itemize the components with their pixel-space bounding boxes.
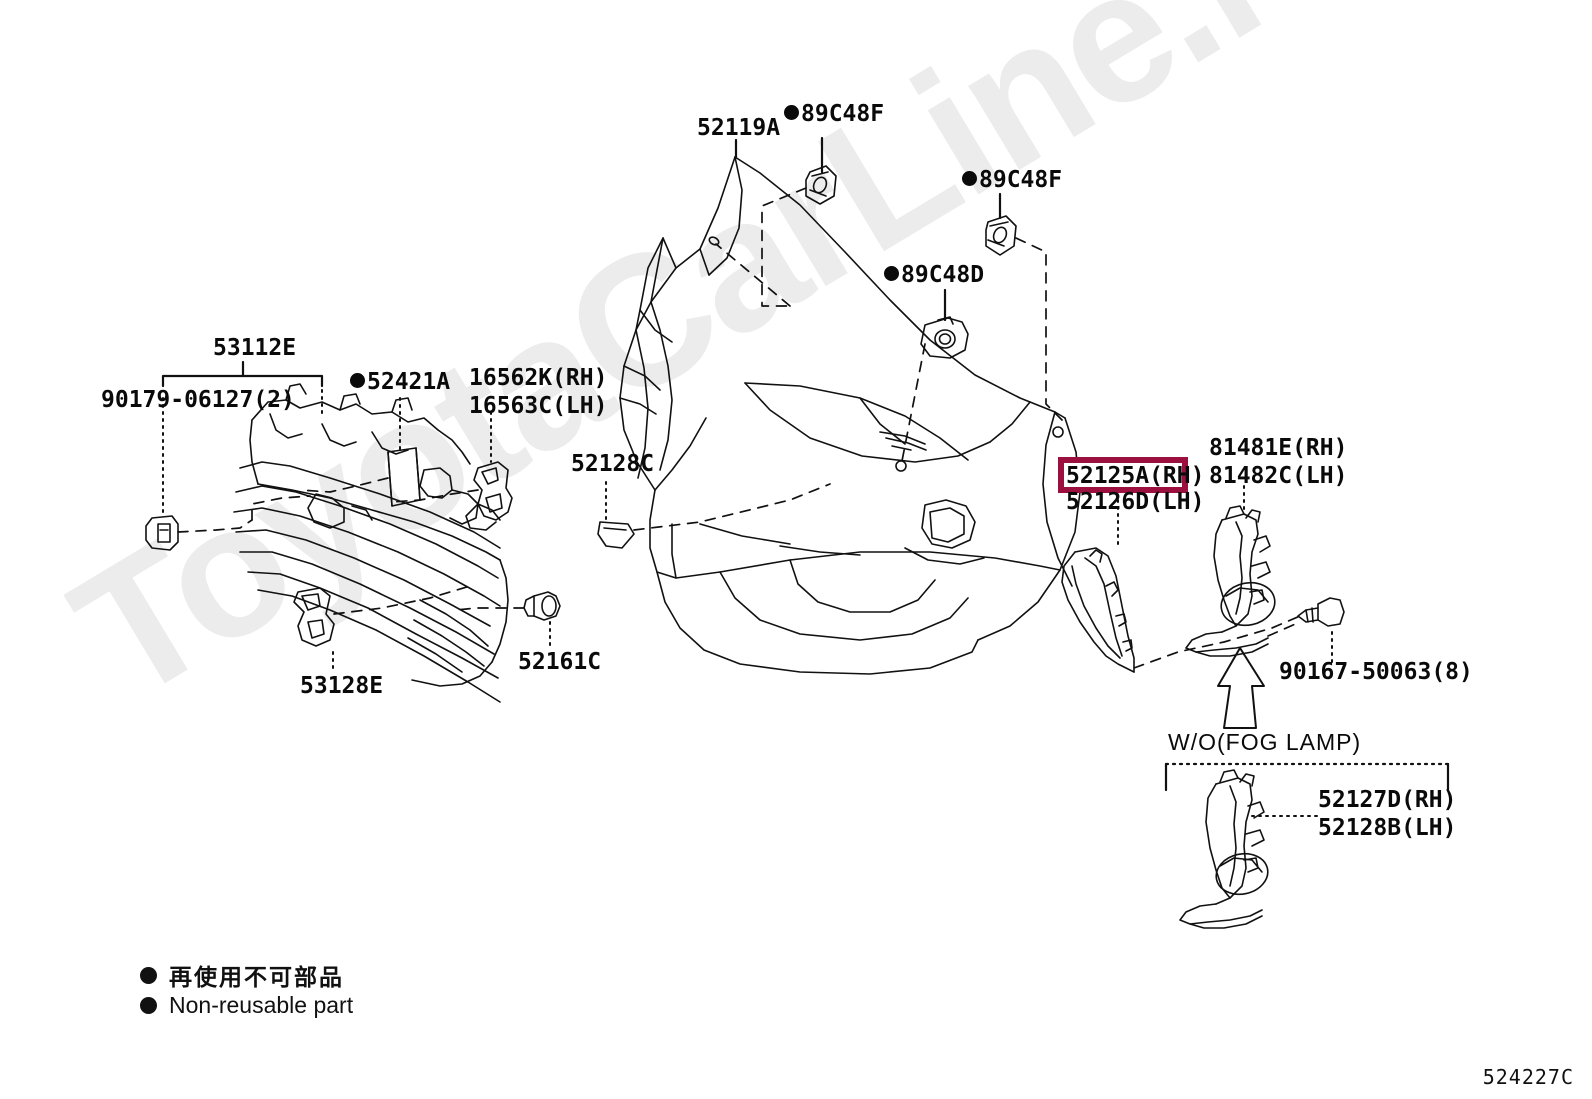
part-52127d-bracket-shape [1180,770,1272,928]
legend-row-english: Non-reusable part [140,990,353,1020]
label-16562k-text: 16562K(RH) [469,365,608,391]
label-16563c[interactable]: 16563C(LH) [469,392,607,421]
part-53128e-shape [294,588,334,646]
part-81481e-fog-bracket-shape [1186,506,1279,656]
label-52128b-text: 52128B(LH) [1318,815,1457,841]
label-52125a-text: 52125A(RH) [1066,463,1205,489]
label-leader-solid [736,138,1000,320]
label-52126d[interactable]: 52126D(LH) [1066,488,1204,517]
label-52128c[interactable]: 52128C [571,450,654,479]
part-52128c-shape [598,522,634,548]
label-53112e[interactable]: 53112E [213,334,296,363]
part-52161c-shape [524,592,560,620]
label-89c48f-1[interactable]: 89C48F [784,100,884,129]
label-53112e-text: 53112E [213,335,297,361]
label-wo-fog-lamp-text: W/O(FOG LAMP) [1168,729,1362,755]
assembly-dashed-lines [178,188,1300,668]
variant-arrow-icon [1218,648,1264,728]
part-52125a-moulding-shape [1062,548,1134,672]
label-90179-06127[interactable]: 90179-06127(2) [101,386,295,415]
label-89c48f-2[interactable]: 89C48F [962,166,1062,195]
label-90167-50063[interactable]: 90167-50063(8) [1279,658,1473,687]
label-52119a-text: 52119A [697,115,781,141]
filled-circle-icon [140,996,157,1014]
label-52128c-text: 52128C [571,451,655,477]
part-89c48f-2-shape [986,216,1016,255]
label-90179-06127-text: 90179-06127(2) [101,387,295,413]
label-16562k[interactable]: 16562K(RH) [469,364,607,393]
label-52421a[interactable]: 52421A [350,368,450,397]
label-52421a-text: 52421A [367,369,451,395]
part-90179-nut-shape [146,516,178,550]
label-53128e-text: 53128E [300,673,384,699]
label-52128b[interactable]: 52128B(LH) [1318,814,1456,843]
label-52127d[interactable]: 52127D(RH) [1318,786,1456,815]
label-52119a[interactable]: 52119A [697,114,780,143]
part-90167-screw-shape [1298,598,1344,626]
label-89c48d[interactable]: 89C48D [884,261,984,290]
non-reusable-dot-icon [350,373,365,388]
filled-circle-icon [140,966,157,984]
label-52161c[interactable]: 52161C [518,648,601,677]
group-bracket-wofog [1166,764,1448,790]
non-reusable-dot-icon [962,171,977,186]
part-53112e-grille-shape [234,384,508,702]
part-52421a-shape [388,448,420,506]
label-81481e[interactable]: 81481E(RH) [1209,434,1347,463]
non-reusable-dot-icon [784,105,799,120]
part-16562k-shape [466,462,512,530]
label-89c48f-1-text: 89C48F [801,101,885,127]
label-90167-50063-text: 90167-50063(8) [1279,659,1473,685]
legend-japanese-text: 再使用不可部品 [169,965,344,991]
label-52125a[interactable]: 52125A(RH) [1066,462,1204,491]
part-front-bumper-cover [636,157,1080,674]
label-52126d-text: 52126D(LH) [1066,489,1205,515]
label-81482c-text: 81482C(LH) [1209,463,1348,489]
label-leader-stems [163,390,1332,668]
legend: 再使用不可部品 Non-reusable part [140,960,353,1020]
label-52161c-text: 52161C [518,649,602,675]
label-52127d-text: 52127D(RH) [1318,787,1457,813]
label-wo-fog-lamp: W/O(FOG LAMP) [1168,728,1361,757]
label-53128e[interactable]: 53128E [300,672,383,701]
label-16563c-text: 16563C(LH) [469,393,608,419]
legend-row-japanese: 再使用不可部品 [140,960,353,991]
group-bracket-53112e [163,362,322,386]
diagram-code: 524227C [1482,1065,1574,1089]
non-reusable-dot-icon [884,266,899,281]
part-89c48f-1-shape [806,166,836,204]
label-89c48f-2-text: 89C48F [979,167,1063,193]
label-81481e-text: 81481E(RH) [1209,435,1348,461]
label-89c48d-text: 89C48D [901,262,985,288]
legend-english-text: Non-reusable part [169,991,354,1018]
highlight-box-52125a [1058,457,1188,493]
part-52119a-shape [620,157,742,490]
label-81482c[interactable]: 81482C(LH) [1209,462,1347,491]
